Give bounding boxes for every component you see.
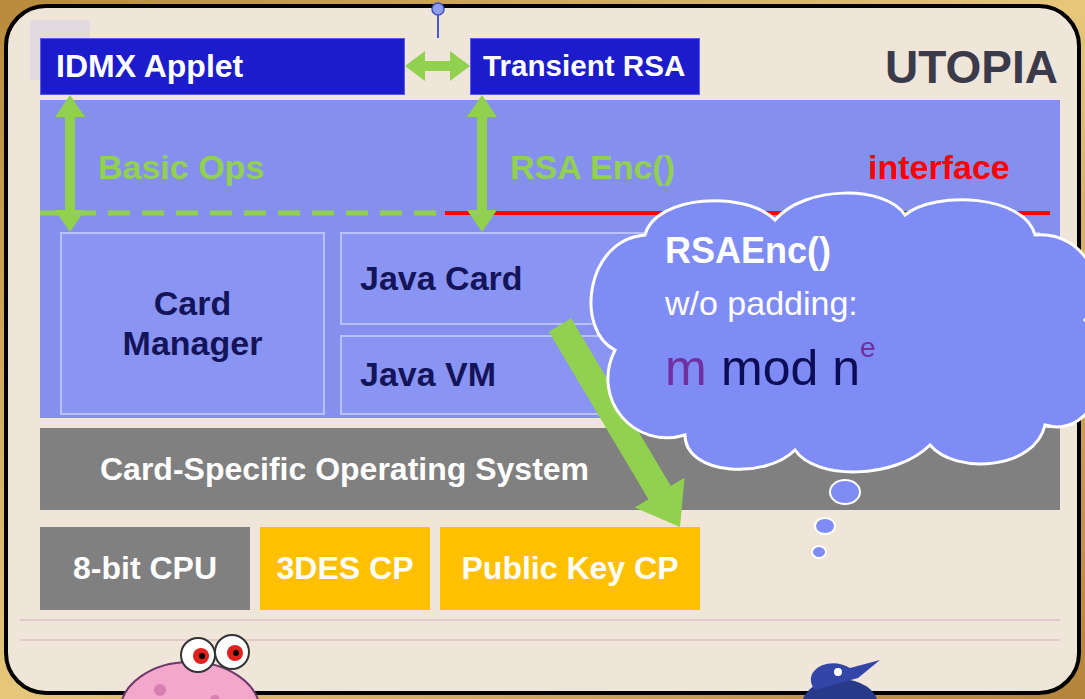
bird-figure [802, 660, 880, 699]
hardware-box: 3DES CP [260, 527, 430, 610]
cloud-outline [591, 193, 1085, 472]
layer-box: Card Manager [60, 232, 325, 415]
arrow-head [55, 210, 85, 232]
pin-line [437, 14, 439, 38]
box-label: Card Manager [103, 284, 283, 362]
arrow-shaft [477, 116, 487, 211]
card-guilloche [20, 639, 1060, 641]
box-label: IDMX Applet [56, 48, 243, 85]
box-label: 3DES CP [277, 550, 414, 587]
hardware-box: Public Key CP [440, 527, 700, 610]
double-arrow [55, 95, 85, 232]
box-label: 8-bit CPU [73, 550, 217, 587]
arrow-head [55, 95, 85, 117]
box-label: Transient RSA [483, 49, 685, 83]
arrow-head [450, 51, 470, 81]
arrow-shaft [424, 61, 451, 71]
box-label: Java VM [360, 355, 496, 394]
arrow-head [467, 210, 497, 232]
cloud-text: m [665, 340, 707, 398]
thought-bubble [815, 518, 835, 534]
cloud-text: mod n [721, 340, 860, 398]
box-label: Public Key CP [462, 550, 679, 587]
thought-cloud: RSAEnc() w/o padding: m emod n [585, 200, 1085, 470]
arrow-shaft [560, 325, 660, 493]
call-arrow [560, 325, 685, 527]
interface-label: RSA Enc() [510, 148, 675, 187]
thought-bubble [812, 546, 826, 558]
interface-label: interface [868, 148, 1010, 187]
double-arrow [467, 95, 497, 232]
card-guilloche [20, 619, 1060, 621]
pink-creature [120, 635, 260, 699]
box-label: Card-Specific Operating System [100, 451, 589, 488]
cloud-text: e [860, 332, 876, 364]
pin-dot [432, 3, 444, 15]
cloud-text: RSAEnc() [665, 230, 831, 271]
card-header-text: UTOPIA [885, 44, 1058, 90]
cloud-text: w/o padding: [665, 284, 858, 323]
hardware-box: 8-bit CPU [40, 527, 250, 610]
arrow-head [635, 478, 685, 527]
applet-box: Transient RSA [470, 38, 700, 95]
cloud-shape [585, 200, 1085, 470]
dashed-line [40, 211, 445, 216]
arrow-head [467, 95, 497, 117]
box-label: Java Card [360, 259, 523, 298]
double-arrow [405, 51, 470, 81]
applet-box: IDMX Applet [40, 38, 405, 95]
interface-label: Basic Ops [98, 148, 264, 187]
arrow-head [405, 51, 425, 81]
thought-bubble [830, 480, 860, 504]
arrow-shaft [65, 116, 75, 211]
